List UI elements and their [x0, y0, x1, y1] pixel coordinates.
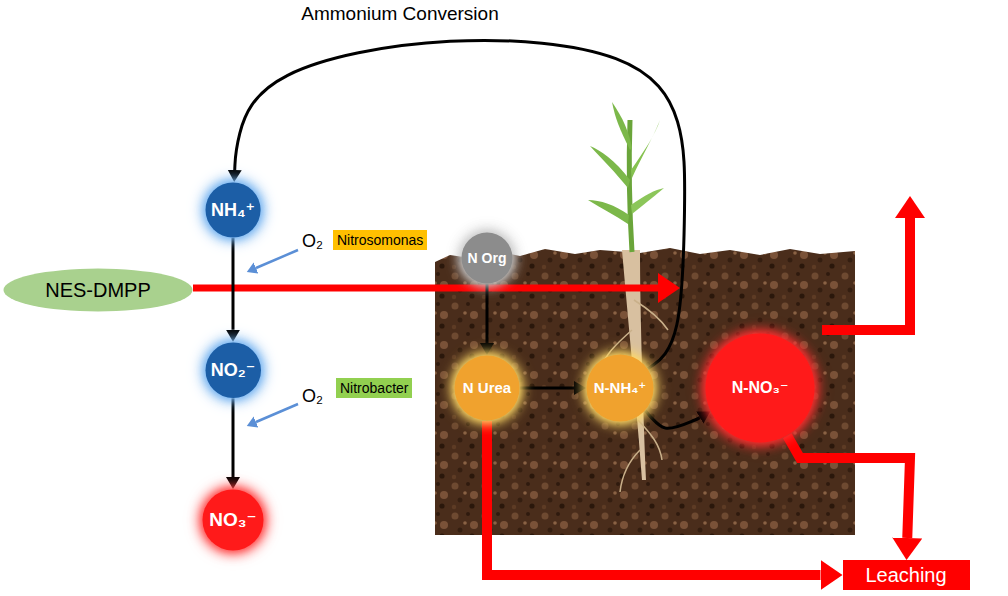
loss-box: Leaching	[843, 560, 970, 590]
node-text: NO₂⁻	[211, 360, 256, 381]
reaction-arrow	[645, 411, 699, 429]
node-text: N-NO₃⁻	[732, 379, 789, 397]
reaction-arrow	[231, 238, 234, 330]
nitrogen-pool: N-NH₄⁺	[586, 354, 654, 422]
node-text: Nitrosomonas	[337, 232, 423, 248]
bacteria-tag: Nitrosomonas	[333, 230, 427, 250]
node-text: NH₄⁺	[211, 200, 255, 221]
inhibitor-arrow	[193, 285, 658, 292]
node-text: NES-DMPP	[45, 279, 151, 302]
volatilization-arrow	[822, 218, 910, 330]
reaction-arrow	[520, 387, 574, 390]
reaction-arrow	[232, 398, 235, 477]
oxygen-arrow	[256, 404, 298, 422]
node-text: N Urea	[463, 379, 511, 396]
nitrogen-pool: N Org	[461, 232, 513, 284]
reaction-arrow	[486, 284, 489, 343]
node-text: Nitrobacter	[340, 380, 408, 396]
compound-circle: NH₄⁺	[205, 182, 261, 238]
nitrogen-pool: N Urea	[454, 355, 520, 421]
leaching-arrow	[787, 436, 910, 538]
bacteria-tag: Nitrobacter	[336, 378, 412, 398]
compound-circle: NO₂⁻	[205, 342, 262, 399]
inhibitor-ellipse: NES-DMPP	[3, 268, 193, 312]
node-text: N Org	[468, 250, 507, 266]
chemical-label: O₂	[302, 386, 323, 407]
node-text: N-NH₄⁺	[594, 379, 647, 396]
plant-shoot	[588, 102, 664, 252]
nitrogen-pool: N-NO₃⁻	[705, 333, 815, 443]
compound-circle: NO₃⁻	[202, 489, 264, 551]
node-text: NO₃⁻	[209, 509, 256, 531]
conversion-arrow	[235, 40, 685, 368]
leaching-arrow	[487, 421, 821, 575]
chemical-label: O₂	[302, 231, 323, 252]
edge-label: Ammonium Conversion	[298, 3, 501, 25]
node-text: Leaching	[865, 564, 946, 587]
oxygen-arrow	[256, 250, 298, 268]
